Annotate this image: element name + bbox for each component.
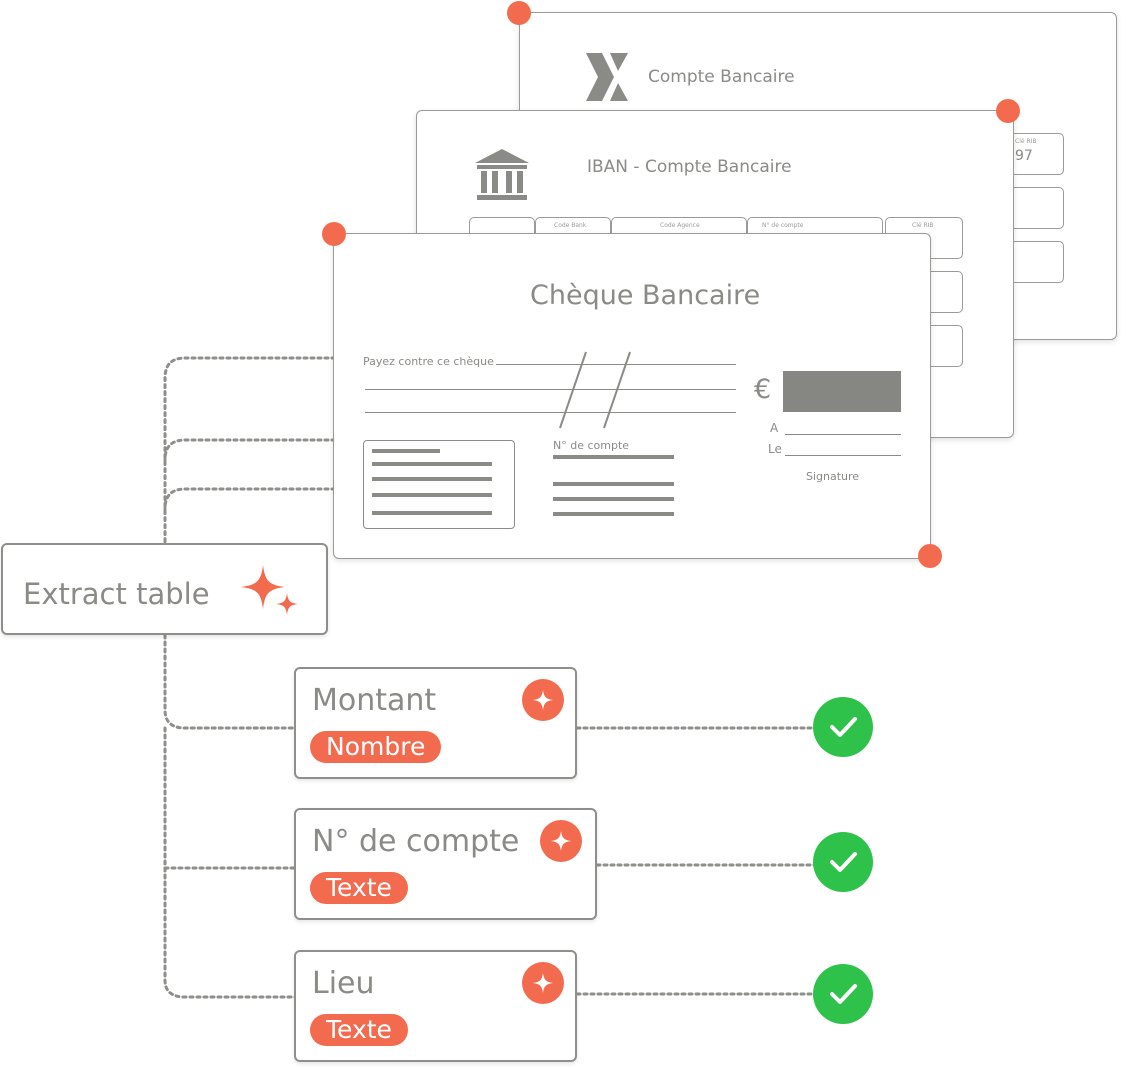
pay-label: Payez contre ce chèque [363,355,494,368]
account-label: N° de compte [553,439,630,452]
field-name: N° de compte [312,824,520,859]
corner-marker [918,544,942,568]
amount-box [783,371,901,412]
line [553,497,674,501]
document-title: Chèque Bancaire [530,280,761,311]
address-box [363,440,515,529]
rib-label: Clé RIB [1015,138,1037,145]
line [553,512,674,516]
line [553,455,674,459]
a-label: A [770,421,779,435]
euro-symbol: € [754,374,772,405]
field-name: Montant [312,683,437,718]
line [372,449,440,453]
document-cheque: Chèque Bancaire Payez contre ce chèque €… [333,233,931,559]
field-card-numero-compte[interactable]: N° de compte Texte [294,808,597,920]
corner-marker [996,99,1020,123]
line [785,434,901,435]
extract-table-button[interactable]: Extract table [1,543,328,635]
extract-table-label: Extract table [23,577,210,611]
line [372,511,492,515]
line [365,412,736,413]
check-icon [813,832,873,892]
rib-value: 97 [1015,148,1033,164]
field-type-badge: Nombre [310,731,442,763]
field-type-badge: Texte [310,1014,408,1046]
field-card-montant[interactable]: Montant Nombre [294,667,577,779]
sparkle-icon [522,962,564,1004]
line [785,455,901,456]
line [553,482,674,486]
column-label: Clé RIB [912,222,934,229]
le-label: Le [768,442,782,456]
signature-label: Signature [806,470,860,483]
document-title: IBAN - Compte Bancaire [587,157,792,177]
corner-marker [507,1,531,25]
corner-marker [322,222,346,246]
document-title: Compte Bancaire [648,67,795,87]
sparkle-icon [540,820,582,862]
sparkle-icon [522,679,564,721]
sparkle-icon [241,565,298,615]
cross-lines [559,351,631,429]
line [496,364,736,365]
field-name: Lieu [312,966,375,1001]
column-label: Code Agence [660,222,700,229]
line [365,389,736,390]
x-logo-icon [586,53,628,101]
bank-icon [475,149,529,200]
check-icon [813,697,873,757]
line [372,493,492,497]
field-card-lieu[interactable]: Lieu Texte [294,950,577,1062]
column-label: Code Bank [554,222,587,229]
column-label: N° de compte [762,222,804,229]
line [372,462,492,466]
field-type-badge: Texte [310,872,408,904]
line [372,477,492,481]
check-icon [813,964,873,1024]
